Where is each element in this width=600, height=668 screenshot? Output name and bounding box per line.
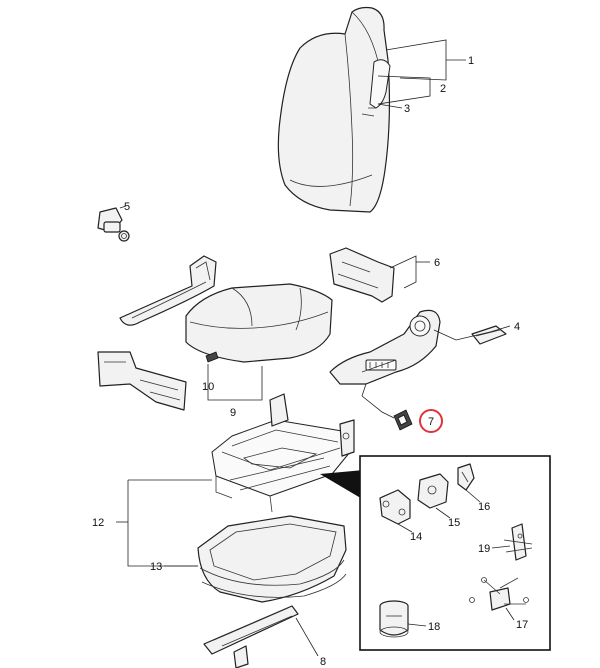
part-1-seat-backrest[interactable]	[277, 6, 391, 213]
callout-19: 19	[478, 543, 490, 555]
inset-leader-lines	[397, 489, 515, 627]
callout-3: 3	[404, 103, 410, 115]
part-6-side-panel[interactable]	[329, 247, 395, 303]
callout-10: 10	[202, 381, 214, 393]
inset-pointer	[320, 470, 364, 500]
callout-18: 18	[428, 621, 440, 633]
callout-6: 6	[434, 257, 440, 269]
callout-8: 8	[320, 656, 326, 668]
side-shield-with-switches[interactable]	[329, 309, 441, 385]
callout-14: 14	[410, 531, 422, 543]
part-18-pump[interactable]	[379, 600, 409, 638]
part-14-bracket[interactable]	[379, 489, 411, 525]
part-5-switch[interactable]	[97, 207, 130, 242]
callout-9: 9	[230, 407, 236, 419]
part-4-lever[interactable]	[471, 325, 507, 345]
callout-16: 16	[478, 501, 490, 513]
part-11-side-trim[interactable]	[119, 255, 217, 326]
part-15-bracket[interactable]	[417, 473, 449, 509]
part-16-clip[interactable]	[457, 463, 475, 491]
cushion-clip[interactable]	[205, 351, 219, 363]
callout-1: 1	[468, 55, 474, 67]
callout-12: 12	[92, 517, 104, 529]
part-10-seat-cushion[interactable]	[185, 283, 333, 363]
detail-inset-panel	[359, 455, 551, 651]
callout-15: 15	[448, 517, 460, 529]
part-12-seat-frame[interactable]	[211, 393, 355, 513]
callout-7: 7	[428, 416, 434, 428]
lower-side-panel[interactable]	[97, 351, 187, 411]
leader-lines	[116, 39, 511, 657]
highlight-ring-7	[419, 409, 443, 433]
callout-4: 4	[514, 321, 520, 333]
part-8-slide-rail[interactable]	[203, 605, 299, 668]
callout-17: 17	[516, 619, 528, 631]
callout-5: 5	[124, 201, 130, 213]
part-19-bracket[interactable]	[503, 523, 533, 561]
callout-2: 2	[440, 83, 446, 95]
part-7-switch[interactable]	[393, 409, 413, 431]
part-17-sensor[interactable]	[469, 577, 529, 611]
part-13-seat-tray[interactable]	[197, 515, 347, 603]
callout-13: 13	[150, 561, 162, 573]
